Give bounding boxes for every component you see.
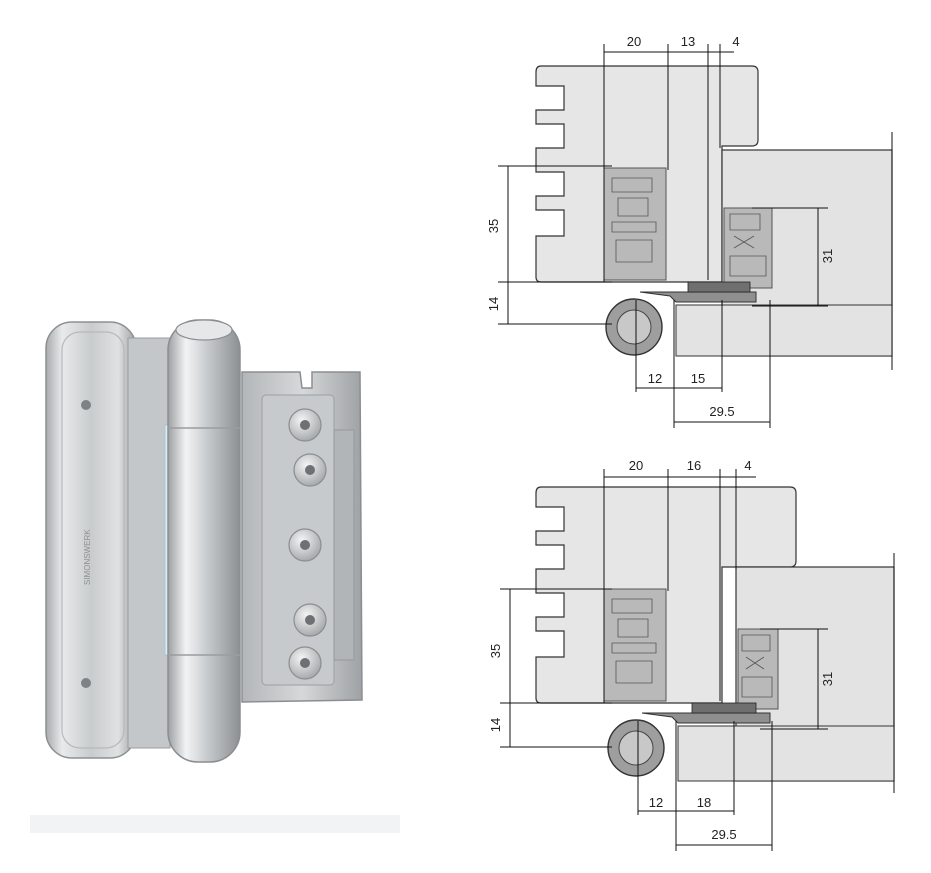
dim-bottom-a: 12 bbox=[648, 371, 662, 386]
hinge-pin-section bbox=[616, 309, 652, 345]
dim-left-height: 35 bbox=[488, 644, 503, 658]
reflection bbox=[30, 815, 400, 833]
barrel-cap bbox=[175, 319, 233, 341]
dim-bottom-total: 29.5 bbox=[709, 404, 734, 419]
screw-icon bbox=[81, 678, 91, 688]
dim-left-offset: 14 bbox=[486, 297, 501, 311]
dimension-lines bbox=[500, 469, 828, 851]
dim-top-c: 4 bbox=[732, 34, 739, 49]
hinge-arm-detail bbox=[687, 281, 751, 293]
dim-bottom-total: 29.5 bbox=[711, 827, 736, 842]
hinge-web bbox=[127, 337, 171, 749]
screw-hex-icon bbox=[305, 465, 315, 475]
screw-hex-icon bbox=[300, 540, 310, 550]
frame-hinge-body bbox=[603, 167, 667, 281]
dim-bottom-a: 12 bbox=[649, 795, 663, 810]
screw-hex-icon bbox=[300, 420, 310, 430]
hinge-pin-section bbox=[618, 730, 654, 766]
leaf-hinge-body bbox=[737, 628, 779, 710]
hinge-arm-detail bbox=[691, 702, 757, 714]
dim-left-offset: 14 bbox=[488, 718, 503, 732]
leaf-hinge-body bbox=[723, 207, 773, 289]
engraving-text: SIMONSWERK bbox=[83, 529, 92, 585]
leaf-side bbox=[333, 429, 355, 661]
hinge-arm bbox=[641, 712, 771, 724]
dim-top-c: 4 bbox=[744, 458, 751, 473]
screw-icon bbox=[81, 400, 91, 410]
dim-right-height: 31 bbox=[820, 249, 835, 263]
hinge-barrel bbox=[167, 319, 241, 763]
dim-top-b: 13 bbox=[681, 34, 695, 49]
hinge-detail bbox=[611, 177, 657, 263]
cross-section-diagram-2: 20 16 4 35 14 31 12 18 29.5 bbox=[488, 458, 895, 851]
dim-top-a: 20 bbox=[627, 34, 641, 49]
dim-left-height: 35 bbox=[486, 219, 501, 233]
plate-bevel bbox=[61, 331, 125, 749]
hinge-detail bbox=[611, 598, 657, 684]
dim-top-b: 16 bbox=[687, 458, 701, 473]
cross-section-diagram-1: 20 13 4 35 14 31 12 15 29.5 bbox=[486, 34, 893, 428]
screw-hex-icon bbox=[300, 658, 310, 668]
dimension-lines bbox=[498, 44, 828, 428]
dim-top-a: 20 bbox=[629, 458, 643, 473]
screw-hex-icon bbox=[305, 615, 315, 625]
dim-right-height: 31 bbox=[820, 672, 835, 686]
frame-hinge-body bbox=[603, 588, 667, 702]
door-hinge-illustration: SIMONSWERK bbox=[30, 319, 400, 833]
dim-bottom-b: 18 bbox=[697, 795, 711, 810]
dim-bottom-b: 15 bbox=[691, 371, 705, 386]
hinge-detail bbox=[729, 213, 767, 277]
door-leaf-lower bbox=[677, 725, 895, 782]
door-leaf-lower bbox=[675, 304, 893, 357]
hinge-detail bbox=[741, 634, 773, 698]
hinge-arm bbox=[639, 291, 757, 303]
